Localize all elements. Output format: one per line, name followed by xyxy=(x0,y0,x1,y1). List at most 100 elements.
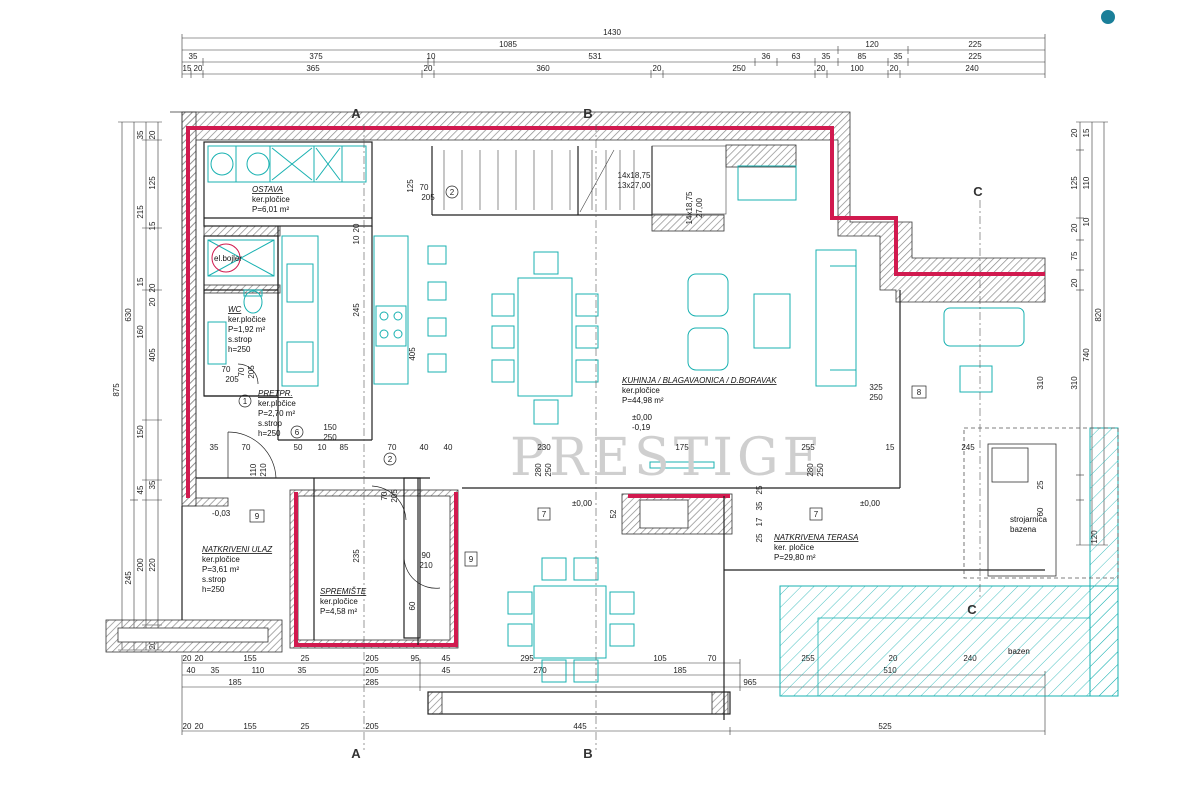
dim: 70 xyxy=(388,443,397,452)
level-mark: -0,03 xyxy=(212,509,231,518)
dim: 255 xyxy=(801,443,815,452)
dim: 220 xyxy=(148,558,157,572)
section-mark: C xyxy=(973,184,983,199)
room-ostava: OSTAVA ker.pločice P=6,01 m² xyxy=(252,185,290,214)
exterior-walls xyxy=(105,111,1046,715)
section-mark: C xyxy=(967,602,977,617)
room-area: P=29,80 m² xyxy=(774,553,816,562)
insulation-line xyxy=(186,126,1045,647)
room-name: WC xyxy=(228,305,242,314)
dim: 20 xyxy=(890,64,899,73)
dim: 205 xyxy=(225,375,239,384)
dim: 250 xyxy=(544,463,553,477)
dim: 14x18,75 xyxy=(685,191,694,224)
dim: 35 xyxy=(822,52,831,61)
living-room-furniture xyxy=(687,165,1025,393)
dim: 1085 xyxy=(499,40,517,49)
dim: 60 xyxy=(1036,507,1045,516)
door-tag: 9 xyxy=(255,512,260,521)
dim: 250 xyxy=(869,393,883,402)
dim: 150 xyxy=(323,423,337,432)
dim: 405 xyxy=(148,348,157,362)
dim: 25 xyxy=(755,485,764,494)
door-tag: 7 xyxy=(814,510,819,519)
dim: 295 xyxy=(520,654,534,663)
dim: 20 xyxy=(653,64,662,73)
room-material: ker.pločice xyxy=(202,555,240,564)
section-markers: A A B B C C xyxy=(351,106,983,761)
dim: 210 xyxy=(419,561,433,570)
dim: 70 xyxy=(380,491,389,500)
dim: 630 xyxy=(124,308,133,322)
dim: 60 xyxy=(408,601,417,610)
room-ceiling: s.strop xyxy=(228,335,253,344)
dim: 70 xyxy=(708,654,717,663)
dim: 225 xyxy=(968,40,982,49)
dim: 10 xyxy=(318,443,327,452)
dim: 405 xyxy=(408,347,417,361)
room-material: ker.pločice xyxy=(320,597,358,606)
dim: 45 xyxy=(136,485,145,494)
dim: 20 xyxy=(195,654,204,663)
dim: 205 xyxy=(365,722,379,731)
room-material: ker.pločice xyxy=(258,399,296,408)
dim: 525 xyxy=(878,722,892,731)
room-ceiling: s.strop xyxy=(258,419,283,428)
room-height: h=250 xyxy=(258,429,281,438)
dim: 40 xyxy=(444,443,453,452)
dim: 245 xyxy=(961,443,975,452)
dim: 20 xyxy=(352,223,361,232)
dim: 20 xyxy=(1070,128,1079,137)
status-dot xyxy=(1101,10,1115,24)
dim: 15 xyxy=(148,221,157,230)
dim: 20 xyxy=(817,64,826,73)
dim: 185 xyxy=(228,678,242,687)
room-area: P=4,58 m² xyxy=(320,607,357,616)
dim: 270 xyxy=(533,666,547,675)
room-height: h=250 xyxy=(228,345,251,354)
dim: 17 xyxy=(755,517,764,526)
dim: 245 xyxy=(352,303,361,317)
dim: 20 xyxy=(148,283,157,292)
door-tags xyxy=(238,185,927,567)
dim: 230 xyxy=(537,443,551,452)
dim: 205 xyxy=(390,489,399,503)
section-mark: A xyxy=(351,106,361,121)
room-material: ker.pločice xyxy=(252,195,290,204)
door-tag: 8 xyxy=(917,388,922,397)
dim: 25 xyxy=(755,533,764,542)
dim: 110 xyxy=(1082,176,1091,189)
dim: 160 xyxy=(136,325,145,339)
dim: 14x18,75 xyxy=(618,171,651,180)
dim: 85 xyxy=(858,52,867,61)
dim: 110 xyxy=(249,463,258,476)
dim: 20 xyxy=(1070,223,1079,232)
dim: 360 xyxy=(536,64,550,73)
dim: 15 xyxy=(183,64,192,73)
room-name: PRETPR. xyxy=(258,389,293,398)
boiler-label: el.bojler xyxy=(214,254,242,263)
dim: 205 xyxy=(247,365,256,379)
dim: 15 xyxy=(136,277,145,286)
dim: 15 xyxy=(886,443,895,452)
door-tag: 2 xyxy=(450,188,455,197)
dim: 52 xyxy=(609,509,618,518)
dim: 25 xyxy=(301,722,310,731)
dim: 250 xyxy=(323,433,337,442)
dim: 20 xyxy=(183,722,192,731)
dim: 35 xyxy=(210,443,219,452)
section-lines xyxy=(363,124,981,750)
dim: 150 xyxy=(136,425,145,439)
dim: 35 xyxy=(211,666,220,675)
misc-labels: el.bojler strojarnica bazena bazen ±0,00… xyxy=(212,254,1047,656)
dim: 250 xyxy=(732,64,746,73)
room-area: P=6,01 m² xyxy=(252,205,289,214)
dining-set xyxy=(427,245,599,425)
swimming-pool xyxy=(779,427,1119,697)
dim: 10 xyxy=(427,52,436,61)
dim: 90 xyxy=(422,551,431,560)
section-mark: B xyxy=(583,746,592,761)
staircase xyxy=(443,145,727,215)
door-swings xyxy=(227,363,441,589)
